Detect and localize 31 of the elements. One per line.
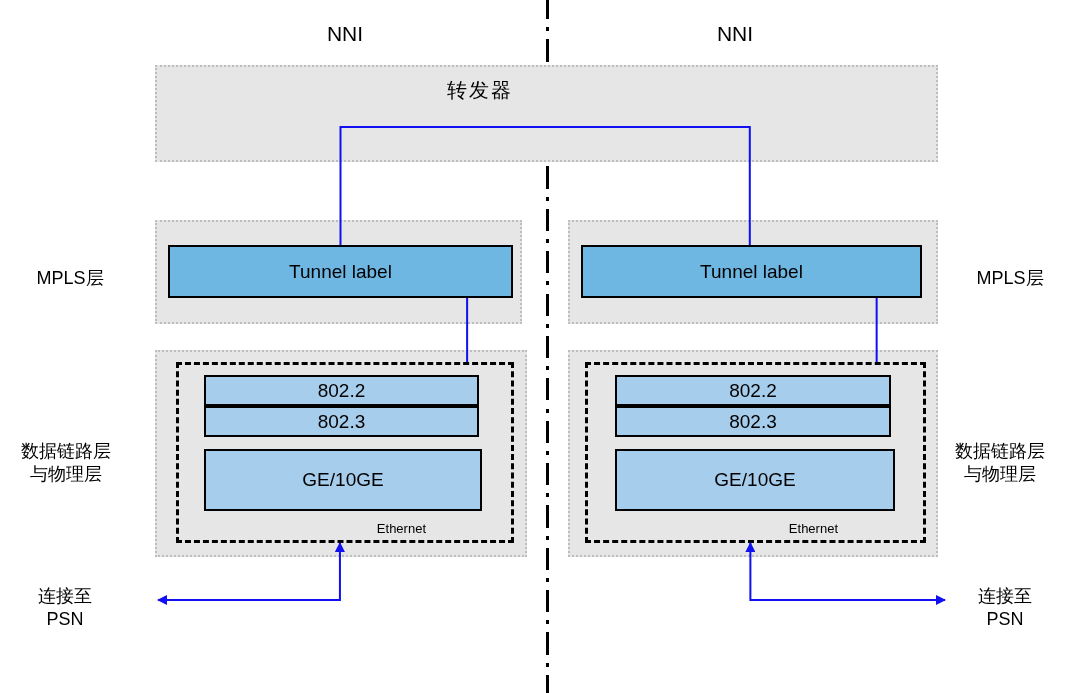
interface-label: NNI <box>325 21 365 47</box>
protocol-box: GE/10GE <box>615 449 895 511</box>
layer-label: 连接至 PSN <box>37 585 93 632</box>
interface-label: NNI <box>715 21 755 47</box>
layer-panel <box>568 350 938 557</box>
protocol-box: 802.2 <box>615 375 891 406</box>
connector-line <box>466 297 469 363</box>
layer-label: 数据链路层与物理层 <box>20 440 112 487</box>
layer-label: MPLS层 <box>975 267 1045 290</box>
label-box: Tunnel label <box>168 245 513 298</box>
label-box: Tunnel label <box>581 245 922 298</box>
layer-label: MPLS层 <box>35 267 105 290</box>
node-title: 转发器 <box>447 78 513 103</box>
arrow <box>745 542 946 605</box>
protocol-box: 802.3 <box>204 406 479 437</box>
layer-label: 数据链路层与物理层 <box>954 440 1046 487</box>
connector-line <box>875 297 878 363</box>
protocol-box: 802.3 <box>615 406 891 437</box>
protocol-box: 802.2 <box>204 375 479 406</box>
layer-panel <box>155 220 522 324</box>
frame-caption: Ethernet <box>788 521 838 536</box>
layer-label: 连接至 PSN <box>977 585 1033 632</box>
interface-frame <box>585 362 926 543</box>
arrow <box>157 542 345 605</box>
protocol-box: GE/10GE <box>204 449 482 511</box>
interface-frame <box>176 362 514 543</box>
layer-panel <box>568 220 938 324</box>
layer-panel <box>155 350 527 557</box>
frame-caption: Ethernet <box>376 521 426 536</box>
connector-line <box>339 126 751 246</box>
forwarder-panel <box>155 65 938 162</box>
